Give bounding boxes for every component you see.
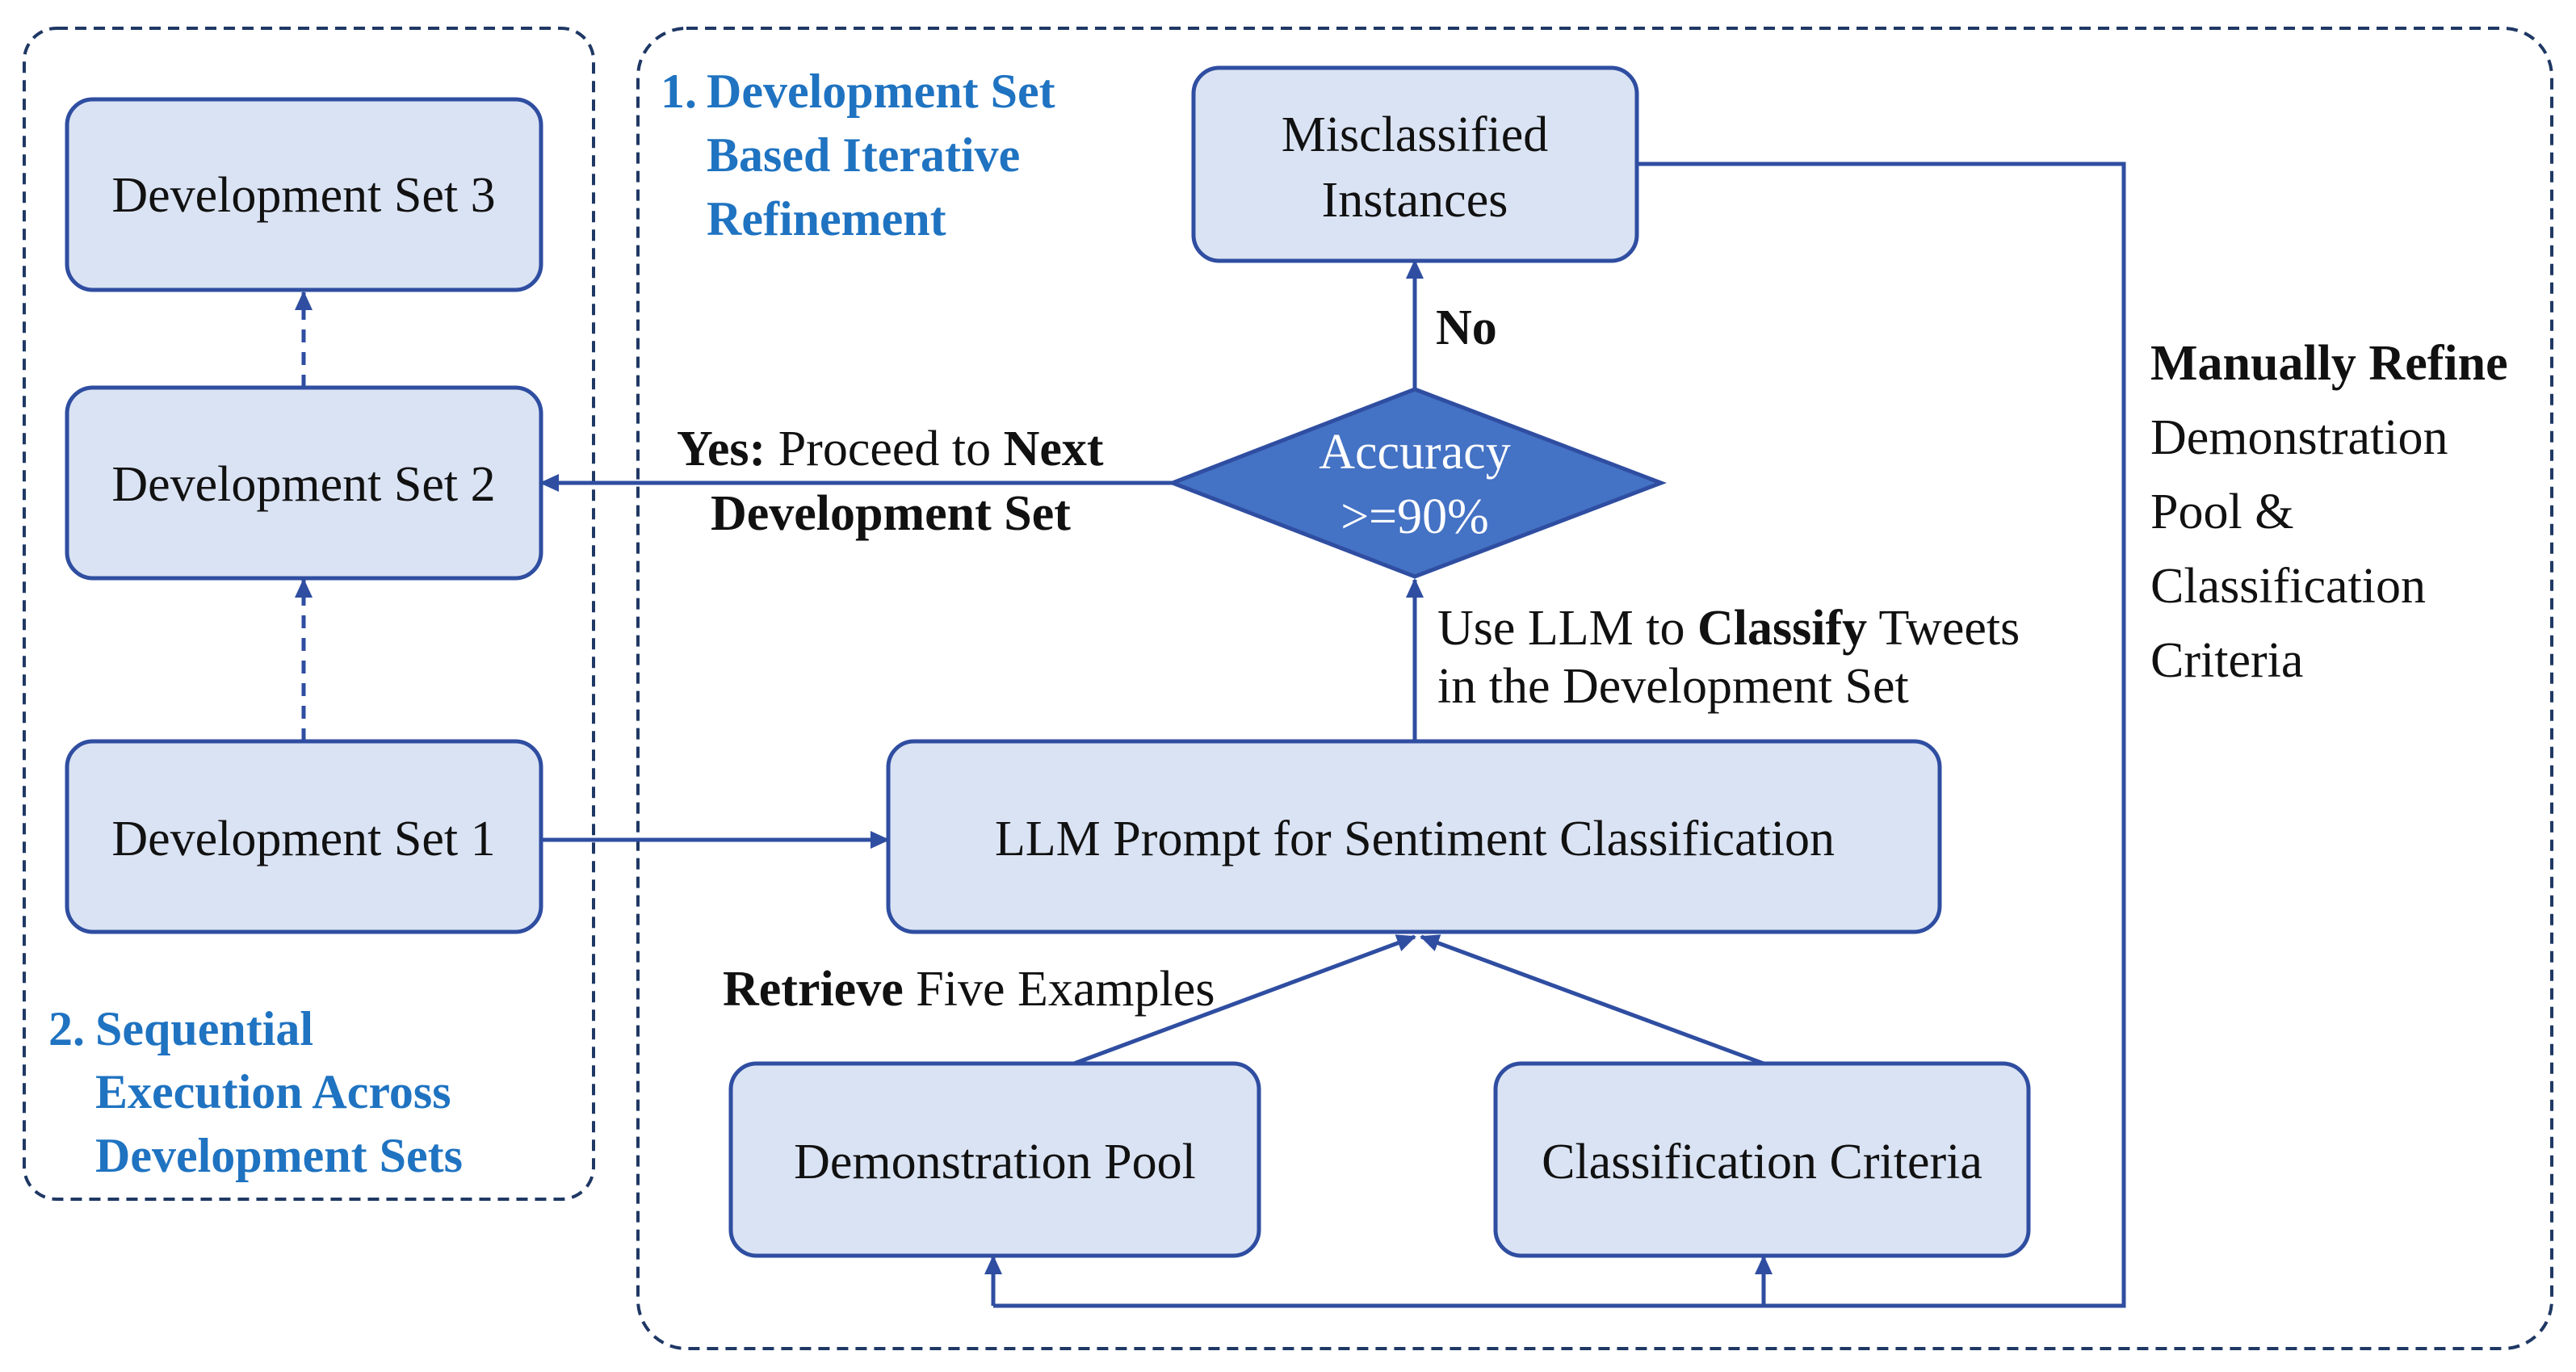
retrieve-examples-label: Retrieve Five Examples (723, 962, 1215, 1017)
svg-text:Pool &: Pool & (2150, 485, 2293, 539)
svg-text:Based Iterative: Based Iterative (707, 128, 1020, 182)
classify-tweets-label: Use LLM to Classify Tweets in the Develo… (1437, 601, 2020, 714)
svg-text:Development Sets: Development Sets (95, 1129, 463, 1182)
svg-text:Development Set 2: Development Set 2 (111, 457, 495, 512)
svg-text:Manually Refine: Manually Refine (2150, 336, 2508, 391)
svg-text:Refinement: Refinement (707, 192, 946, 245)
svg-text:Instances: Instances (1322, 173, 1508, 228)
development-set-2-node: Development Set 2 (65, 385, 543, 581)
llm-prompt-node: LLM Prompt for Sentiment Classification (886, 739, 1942, 934)
svg-text:Misclassified: Misclassified (1282, 107, 1549, 162)
refine-feedback-loop (993, 162, 2126, 1308)
arrow-demo-pool-to-prompt (1073, 934, 1416, 1066)
arrow-criteria-to-prompt (1420, 934, 1764, 1066)
svg-text:LLM Prompt for Sentiment Class: LLM Prompt for Sentiment Classification (995, 812, 1835, 866)
svg-text:Development Set 1: Development Set 1 (111, 812, 495, 866)
misclassified-instances-node: Misclassified Instances (1191, 65, 1639, 263)
svg-text:Execution Across: Execution Across (95, 1065, 451, 1118)
svg-text:Use LLM to Classify Tweets: Use LLM to Classify Tweets (1437, 601, 2020, 656)
yes-proceed-label: Yes: Proceed to Next Development Set (677, 422, 1104, 541)
svg-text:in the Development Set: in the Development Set (1437, 659, 1909, 714)
svg-text:Classification Criteria: Classification Criteria (1542, 1135, 1982, 1189)
svg-text:Sequential: Sequential (95, 1002, 313, 1055)
svg-text:Demonstration Pool: Demonstration Pool (794, 1135, 1196, 1189)
svg-text:Development Set 3: Development Set 3 (111, 168, 495, 223)
right-section-title: 1. Development Set Based Iterative Refin… (661, 65, 1055, 245)
demonstration-pool-node: Demonstration Pool (728, 1061, 1261, 1258)
svg-text:Development Set: Development Set (707, 65, 1055, 118)
left-section-title: 2. Sequential Execution Across Developme… (48, 1002, 463, 1182)
svg-text:>=90%: >=90% (1340, 489, 1489, 544)
manually-refine-label: Manually Refine Demonstration Pool & Cla… (2150, 336, 2508, 688)
svg-text:Demonstration: Demonstration (2150, 410, 2448, 465)
sequential-execution-frame (23, 27, 595, 1201)
development-set-1-node: Development Set 1 (65, 739, 543, 934)
accuracy-decision-node: Accuracy >=90% (1167, 387, 1668, 579)
classification-criteria-node: Classification Criteria (1493, 1061, 2031, 1258)
no-label: No (1436, 300, 1497, 355)
svg-text:1.: 1. (661, 65, 697, 118)
svg-text:Accuracy: Accuracy (1319, 425, 1511, 480)
svg-text:Development Set: Development Set (711, 486, 1071, 541)
svg-text:Criteria: Criteria (2150, 633, 2303, 688)
svg-text:2.: 2. (48, 1002, 85, 1055)
development-set-3-node: Development Set 3 (65, 97, 543, 292)
svg-text:Classification: Classification (2150, 559, 2426, 614)
svg-text:Yes: Proceed to Next: Yes: Proceed to Next (677, 422, 1104, 476)
